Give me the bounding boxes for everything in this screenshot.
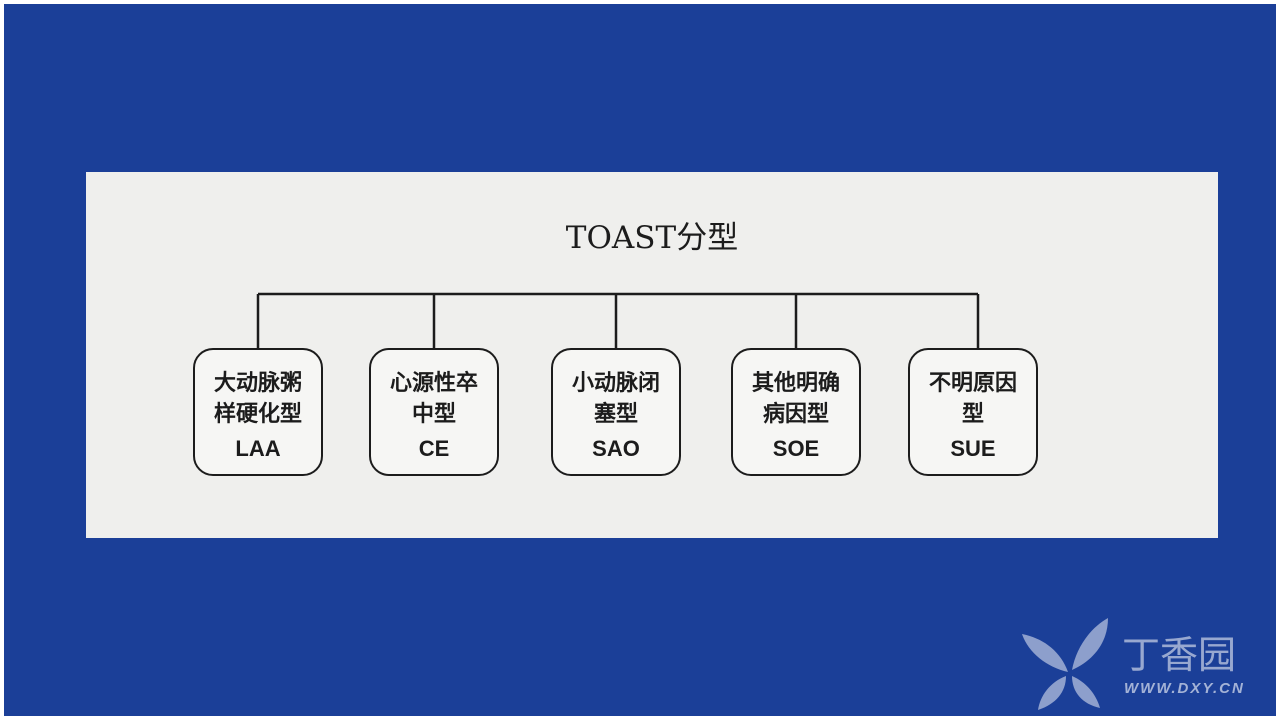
node-soe: 其他明确病因型 SOE <box>731 348 861 476</box>
node-ce: 心源性卒中型 CE <box>369 348 499 476</box>
node-name: 小动脉闭塞型 <box>571 371 660 427</box>
node-abbr: SUE <box>950 436 996 461</box>
node-abbr: SOE <box>772 436 820 461</box>
node-name: 心源性卒中型 <box>389 371 478 427</box>
node-name: 大动脉粥样硬化型 <box>213 371 302 427</box>
node-abbr: SAO <box>592 436 640 461</box>
slide-background: TOAST分型 大动脉粥样硬化型 LAA 心源性卒中型 CE 小动脉闭塞型 SA… <box>4 4 1276 716</box>
node-abbr: LAA <box>235 436 281 461</box>
watermark-brand: 丁香园 <box>1122 633 1237 677</box>
tree-connectors <box>256 292 980 349</box>
watermark-url: WWW.DXY.CN <box>1124 680 1245 697</box>
node-sue: 不明原因型 SUE <box>908 348 1038 476</box>
node-sao: 小动脉闭塞型 SAO <box>551 348 681 476</box>
node-name: 不明原因型 <box>928 371 1017 427</box>
dxy-watermark: 丁香园 WWW.DXY.CN <box>1016 612 1266 712</box>
node-abbr: CE <box>418 436 450 461</box>
diagram-panel: TOAST分型 大动脉粥样硬化型 LAA 心源性卒中型 CE 小动脉闭塞型 SA… <box>86 172 1218 538</box>
diagram-title: TOAST分型 <box>565 220 739 256</box>
clove-leaf-icon <box>1022 618 1108 710</box>
node-name: 其他明确病因型 <box>751 371 840 427</box>
node-laa: 大动脉粥样硬化型 LAA <box>193 348 323 476</box>
